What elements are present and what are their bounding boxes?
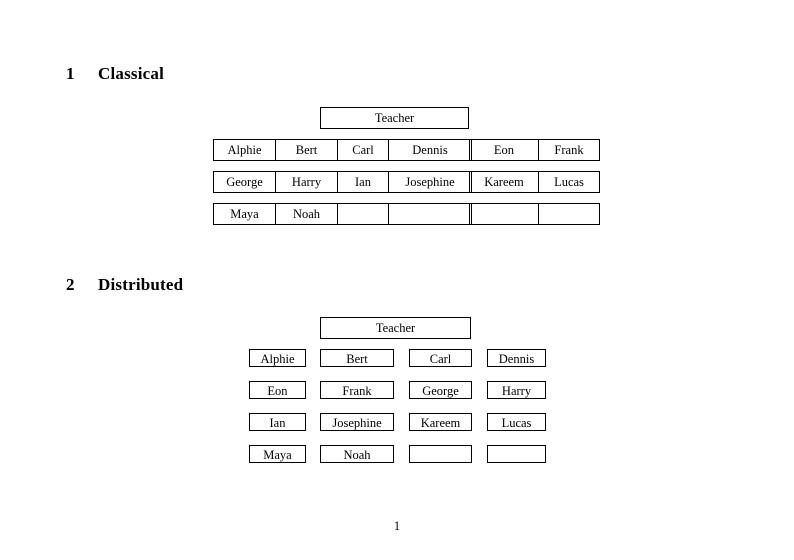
table-row: Teacher [320, 107, 469, 129]
student-box: Bert [320, 349, 394, 367]
table-row: Kareem Lucas [469, 171, 600, 193]
classical-group-2-row-3 [337, 203, 472, 225]
student-cell: George [213, 171, 276, 193]
classical-group-1-row-3: Maya Noah [213, 203, 338, 225]
teacher-cell: Teacher [320, 317, 471, 339]
classical-group-3-row-1: Eon Frank [469, 139, 600, 161]
student-box-empty [487, 445, 546, 463]
table-row: Ian Josephine [337, 171, 472, 193]
student-cell-empty [337, 203, 389, 225]
table-row: Alphie Bert [213, 139, 338, 161]
student-box: Dennis [487, 349, 546, 367]
table-row [337, 203, 472, 225]
section-number: 1 [66, 64, 75, 83]
student-box: George [409, 381, 472, 399]
classical-group-1-row-2: George Harry [213, 171, 338, 193]
student-cell: Josephine [388, 171, 472, 193]
student-box: Alphie [249, 349, 306, 367]
student-cell: Kareem [469, 171, 539, 193]
classical-group-1-row-1: Alphie Bert [213, 139, 338, 161]
section-heading-distributed: 2 Distributed [66, 275, 183, 295]
student-box-empty [409, 445, 472, 463]
student-box: Ian [249, 413, 306, 431]
student-box: Frank [320, 381, 394, 399]
table-row: George Harry [213, 171, 338, 193]
student-cell: Eon [469, 139, 539, 161]
section-heading-classical: 1 Classical [66, 64, 164, 84]
table-row: Maya Noah [213, 203, 338, 225]
section-title: Classical [98, 64, 165, 83]
table-row: Eon Frank [469, 139, 600, 161]
student-box: Maya [249, 445, 306, 463]
student-cell-empty [388, 203, 472, 225]
student-box: Josephine [320, 413, 394, 431]
page-number: 1 [393, 519, 401, 533]
student-box: Lucas [487, 413, 546, 431]
teacher-cell: Teacher [320, 107, 469, 129]
student-cell: Ian [337, 171, 389, 193]
table-row: Teacher [320, 317, 471, 339]
student-box: Eon [249, 381, 306, 399]
student-box: Kareem [409, 413, 472, 431]
student-cell: Bert [275, 139, 338, 161]
student-cell: Alphie [213, 139, 276, 161]
student-box: Noah [320, 445, 394, 463]
student-cell: Harry [275, 171, 338, 193]
student-cell-empty [538, 203, 600, 225]
table-row: Carl Dennis [337, 139, 472, 161]
student-box: Harry [487, 381, 546, 399]
table-row [469, 203, 600, 225]
student-cell: Noah [275, 203, 338, 225]
section-title: Distributed [98, 275, 184, 294]
classical-group-2-row-2: Ian Josephine [337, 171, 472, 193]
student-cell: Frank [538, 139, 600, 161]
student-box: Carl [409, 349, 472, 367]
classical-group-3-row-2: Kareem Lucas [469, 171, 600, 193]
student-cell: Maya [213, 203, 276, 225]
classical-teacher-box: Teacher [320, 107, 469, 129]
student-cell: Lucas [538, 171, 600, 193]
student-cell: Dennis [388, 139, 472, 161]
student-cell: Carl [337, 139, 389, 161]
classical-group-3-row-3 [469, 203, 600, 225]
section-number: 2 [66, 275, 75, 294]
classical-group-2-row-1: Carl Dennis [337, 139, 472, 161]
student-cell-empty [469, 203, 539, 225]
distributed-teacher-box: Teacher [320, 317, 471, 339]
